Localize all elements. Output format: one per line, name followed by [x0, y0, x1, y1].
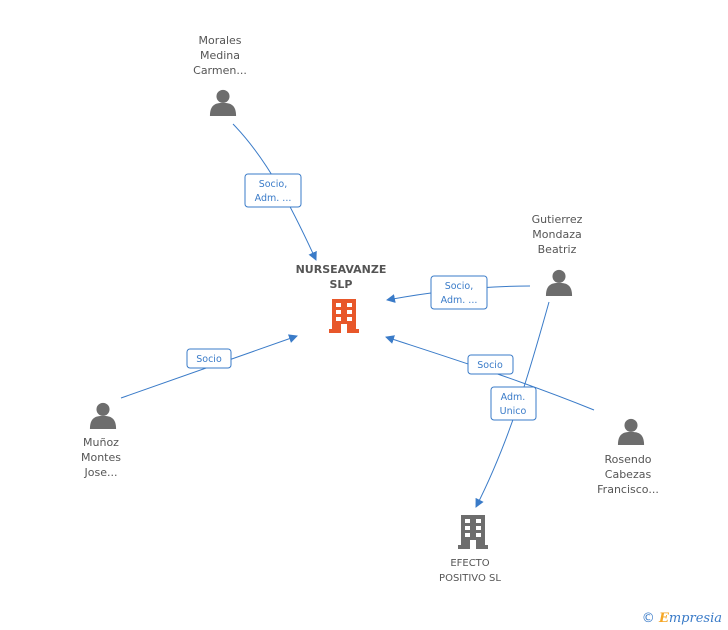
- person-icon: [545, 269, 573, 296]
- edge-label-rosendo-center: Socio: [467, 354, 514, 375]
- person-name-line: Francisco...: [597, 483, 659, 496]
- building-icon: [458, 515, 488, 549]
- person-name-line: Morales: [198, 34, 241, 47]
- center-company-node[interactable]: NURSEAVANZE SLP: [296, 263, 387, 333]
- person-node-rosendo[interactable]: Rosendo Cabezas Francisco...: [597, 418, 659, 496]
- edge-label-munoz-center: Socio: [186, 348, 232, 369]
- person-name-line: Medina: [200, 49, 240, 62]
- edge-label-gutierrez-efecto: Adm. Unico: [490, 386, 537, 421]
- company-name-line: POSITIVO SL: [439, 573, 501, 584]
- edge-label-line: Socio,: [445, 281, 474, 292]
- person-node-gutierrez[interactable]: Gutierrez Mondaza Beatriz: [532, 213, 583, 296]
- edge-label-gutierrez-center: Socio, Adm. ...: [430, 275, 488, 310]
- person-name-line: Gutierrez: [532, 213, 583, 226]
- edge-label-line: Adm.: [501, 392, 526, 403]
- person-name-line: Cabezas: [605, 468, 652, 481]
- person-icon: [209, 89, 237, 116]
- edge-label-morales-center: Socio, Adm. ...: [244, 173, 302, 208]
- person-name-line: Carmen...: [193, 64, 247, 77]
- person-icon: [89, 402, 117, 429]
- copyright-footer: © Empresia: [642, 611, 722, 626]
- company-node-efecto[interactable]: EFECTO POSITIVO SL: [439, 515, 501, 584]
- center-company-name-line: NURSEAVANZE: [296, 263, 387, 276]
- person-node-morales[interactable]: Morales Medina Carmen...: [193, 34, 247, 116]
- person-node-munoz[interactable]: Muñoz Montes Jose...: [81, 402, 121, 479]
- person-icon: [617, 418, 645, 445]
- person-name-line: Mondaza: [532, 228, 581, 241]
- edge-label-line: Unico: [500, 406, 527, 417]
- person-name-line: Beatriz: [538, 243, 577, 256]
- person-name-line: Jose...: [84, 466, 118, 479]
- brand-logo-initial: E: [658, 611, 669, 626]
- copyright-symbol: ©: [641, 611, 655, 626]
- brand-logo-text: mpresia: [668, 611, 722, 626]
- person-name-line: Montes: [81, 451, 121, 464]
- building-icon: [329, 299, 359, 333]
- edge-label-line: Adm. ...: [255, 193, 292, 204]
- center-company-name-line: SLP: [330, 278, 353, 291]
- edge-label-line: Socio: [477, 360, 503, 371]
- edge-label-line: Socio,: [259, 179, 288, 190]
- company-name-line: EFECTO: [450, 558, 489, 569]
- person-name-line: Muñoz: [83, 436, 119, 449]
- person-name-line: Rosendo: [604, 453, 651, 466]
- edge-label-line: Socio: [196, 354, 222, 365]
- edge-label-line: Adm. ...: [441, 295, 478, 306]
